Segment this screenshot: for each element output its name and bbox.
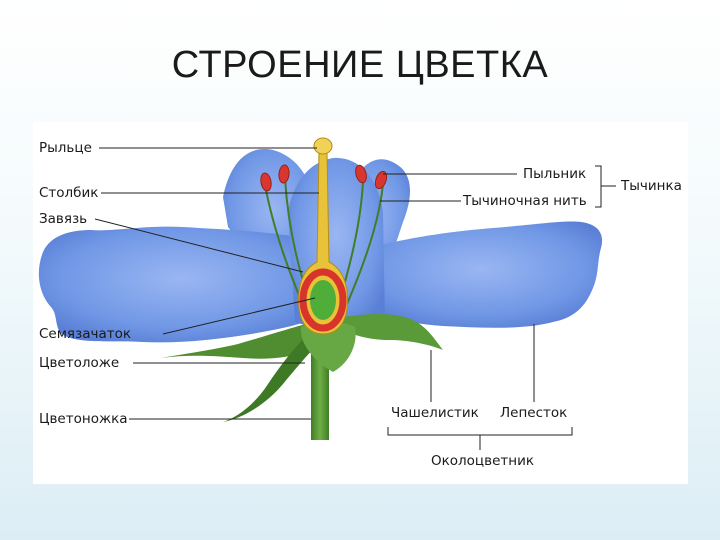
label-anther: Пыльник bbox=[523, 166, 587, 182]
label-petal: Лепесток bbox=[500, 405, 568, 421]
left-petal bbox=[38, 226, 324, 343]
sepal-left bbox=[161, 322, 314, 359]
label-sepal: Чашелистик bbox=[391, 405, 479, 421]
right-petal bbox=[358, 221, 603, 328]
label-filament: Тычиночная нить bbox=[463, 193, 587, 209]
sepal-center bbox=[300, 321, 356, 372]
label-ovary: Завязь bbox=[39, 211, 88, 227]
label-pedicel: Цветоножка bbox=[39, 411, 128, 427]
label-perianth: Околоцветник bbox=[431, 453, 534, 469]
flower-diagram: Рыльце Столбик Завязь Семязачаток Цветол… bbox=[33, 122, 688, 484]
label-stigma: Рыльце bbox=[39, 140, 92, 156]
anthers bbox=[260, 164, 388, 192]
flower-illustration bbox=[38, 137, 616, 450]
label-stamen: Тычинка bbox=[621, 178, 682, 194]
pistil bbox=[298, 137, 348, 335]
sepal-left-inner bbox=[223, 327, 323, 422]
slide-title: СТРОЕНИЕ ЦВЕТКА bbox=[171, 44, 549, 86]
leader-lines bbox=[94, 147, 616, 450]
stem bbox=[311, 352, 329, 440]
label-ovule: Семязачаток bbox=[39, 326, 132, 342]
sepal-right bbox=[343, 314, 443, 350]
label-receptacle: Цветоложе bbox=[39, 355, 120, 371]
label-style: Столбик bbox=[39, 185, 99, 201]
